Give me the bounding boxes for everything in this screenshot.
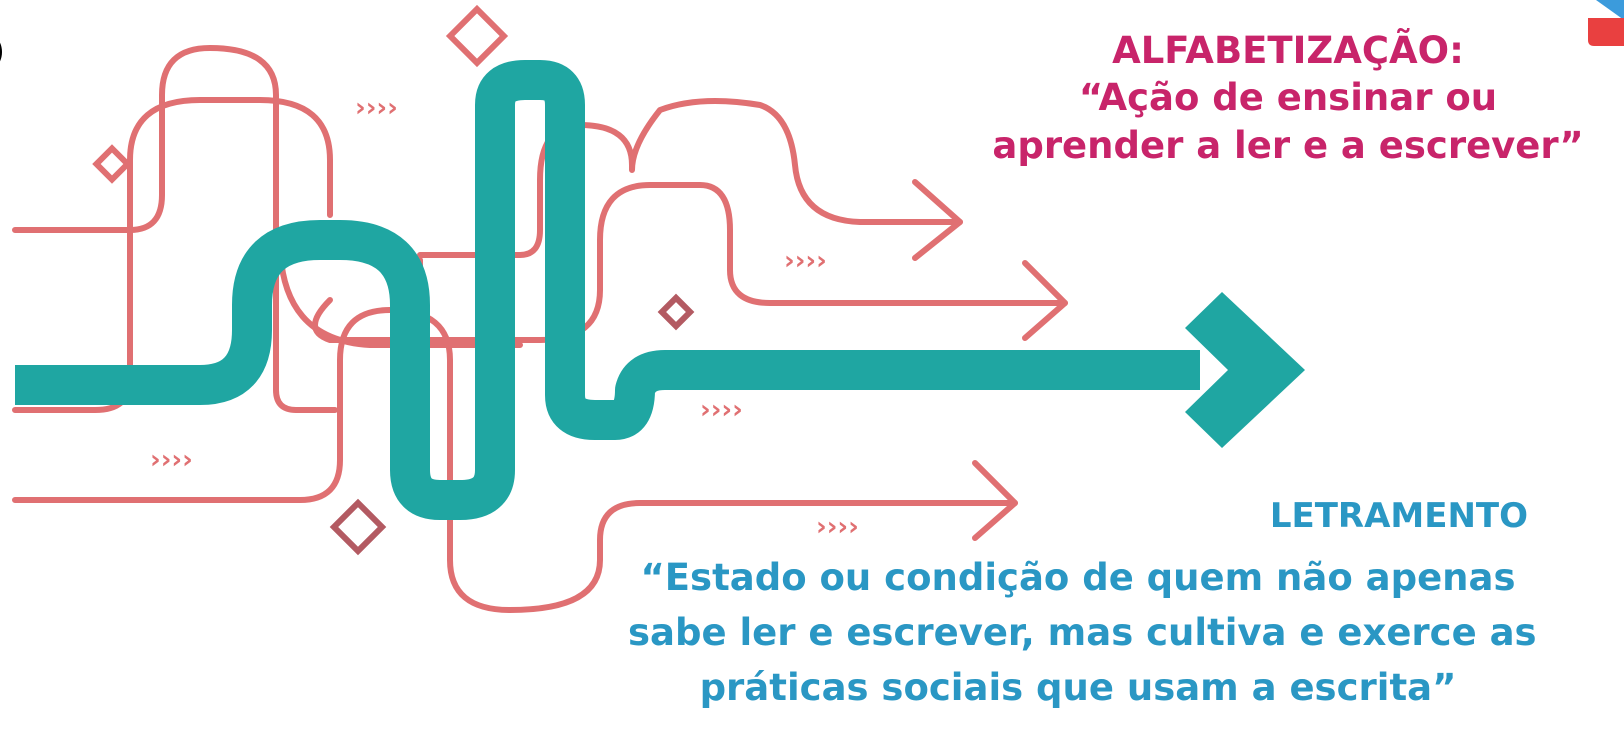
chevron-mark: ››››	[150, 445, 193, 475]
teal-main-path	[15, 60, 1200, 520]
diamond-icon	[657, 293, 695, 331]
chevron-mark: ››››	[784, 246, 827, 276]
teal-path-group	[15, 60, 1305, 520]
corner-flag-icon	[1586, 0, 1624, 46]
chevron-marks: ›››› ›››› ›››› ›››› ››››	[150, 93, 859, 542]
coral-path-upper-arrow	[417, 98, 963, 258]
coral-paths	[12, 45, 1068, 613]
diamond-icon	[329, 498, 387, 556]
letramento-definition-line: práticas sociais que usam a escrita”	[699, 666, 1457, 709]
alfabetizacao-definition-line: “Ação de ensinar ou	[1078, 76, 1498, 119]
letramento-title: LETRAMENTO	[1269, 496, 1528, 536]
alfabetizacao-title: ALFABETIZAÇÃO:	[1112, 29, 1464, 72]
letramento-definition: “Estado ou condição de quem não apenas s…	[628, 550, 1537, 715]
chevron-mark: ››››	[355, 93, 398, 123]
alfabetizacao-block: ALFABETIZAÇÃO: “Ação de ensinar ou apren…	[978, 28, 1598, 170]
coral-path-bottom	[12, 307, 1018, 613]
diamond-icon	[92, 144, 132, 184]
alfabetizacao-definition-line: aprender a ler e a escrever”	[992, 124, 1584, 167]
letramento-definition-line: sabe ler e escrever, mas cultiva e exerc…	[628, 611, 1537, 654]
coral-arrowhead-1	[912, 179, 963, 261]
diamond-icon	[445, 4, 509, 68]
coral-path-middle-arrow	[312, 182, 1068, 343]
diamond-decorations	[92, 4, 695, 556]
right-arrow-icon	[1185, 292, 1305, 448]
chevron-mark: ››››	[700, 395, 743, 425]
coral-arrowhead-3	[972, 460, 1018, 541]
letramento-definition-line: “Estado ou condição de quem não apenas	[640, 556, 1516, 599]
coral-arrowhead-2	[1022, 260, 1068, 341]
alfabetizacao-definition: “Ação de ensinar ou aprender a ler e a e…	[978, 74, 1598, 170]
chevron-mark: ››››	[816, 512, 859, 542]
coral-path-top	[12, 45, 338, 413]
